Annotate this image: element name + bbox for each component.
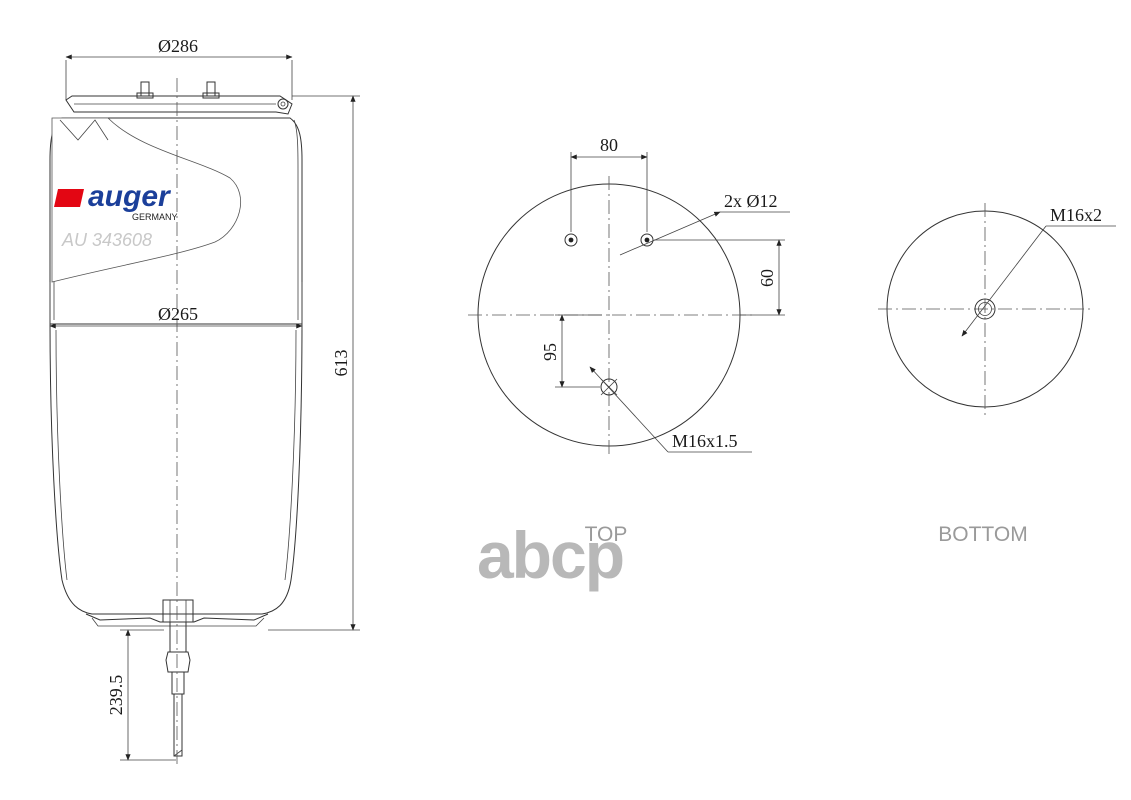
- top-view: 80 2x Ø12 60 95 M16x1.5 TOP: [468, 135, 790, 546]
- bellow-outline: [49, 117, 303, 615]
- bottom-caption: BOTTOM: [938, 523, 1027, 546]
- logo-red-mark: [54, 189, 84, 207]
- air-fitting: [277, 98, 289, 110]
- dim-offset-95: 95: [540, 314, 602, 388]
- bottom-thread-label: M16x2: [1050, 205, 1102, 225]
- brand-name: auger: [88, 180, 172, 213]
- top-hole-right: [640, 233, 654, 247]
- dim-stem-label: 239.5: [106, 675, 126, 716]
- dim-height-613: 613: [268, 95, 360, 631]
- bottom-stem: [165, 621, 191, 757]
- dim-offset-c-label: 95: [540, 343, 560, 361]
- dim-dia-top-label: Ø286: [158, 36, 198, 56]
- side-view: auger GERMANY AU 343608 Ø286: [49, 36, 360, 765]
- dim-dia-286: Ø286: [65, 36, 293, 100]
- top-plate: [65, 95, 293, 115]
- dim-offset-60: 60: [654, 239, 785, 316]
- holes-label: 2x Ø12: [724, 191, 778, 211]
- part-number: AU 343608: [61, 230, 152, 250]
- top-hole-left: [564, 233, 578, 247]
- dim-spacing-label: 80: [600, 135, 618, 155]
- watermark: abcp: [477, 518, 623, 592]
- bottom-thread: [974, 298, 996, 320]
- top-stud-right: [202, 81, 220, 99]
- top-thread-label: M16x1.5: [672, 431, 738, 451]
- brand-logo: auger GERMANY AU 343608: [54, 180, 178, 250]
- leader-bottom-thread: M16x2: [961, 205, 1116, 337]
- brand-sub: GERMANY: [132, 212, 178, 222]
- dim-stem-239: 239.5: [106, 629, 176, 761]
- dim-dia-265: Ø265: [49, 304, 303, 329]
- top-stud-left: [136, 81, 154, 99]
- dim-dia-mid-label: Ø265: [158, 304, 198, 324]
- top-stud-thread: [600, 378, 618, 396]
- bottom-view: M16x2 BOTTOM: [878, 203, 1116, 546]
- leader-thread: M16x1.5: [589, 366, 752, 453]
- top-caption: TOP: [585, 523, 628, 546]
- leader-holes: 2x Ø12: [619, 191, 790, 256]
- dim-offset-v-label: 60: [757, 269, 777, 287]
- dim-spacing-80: 80: [570, 135, 648, 232]
- dim-height-label: 613: [331, 350, 351, 377]
- label-area: [51, 117, 241, 283]
